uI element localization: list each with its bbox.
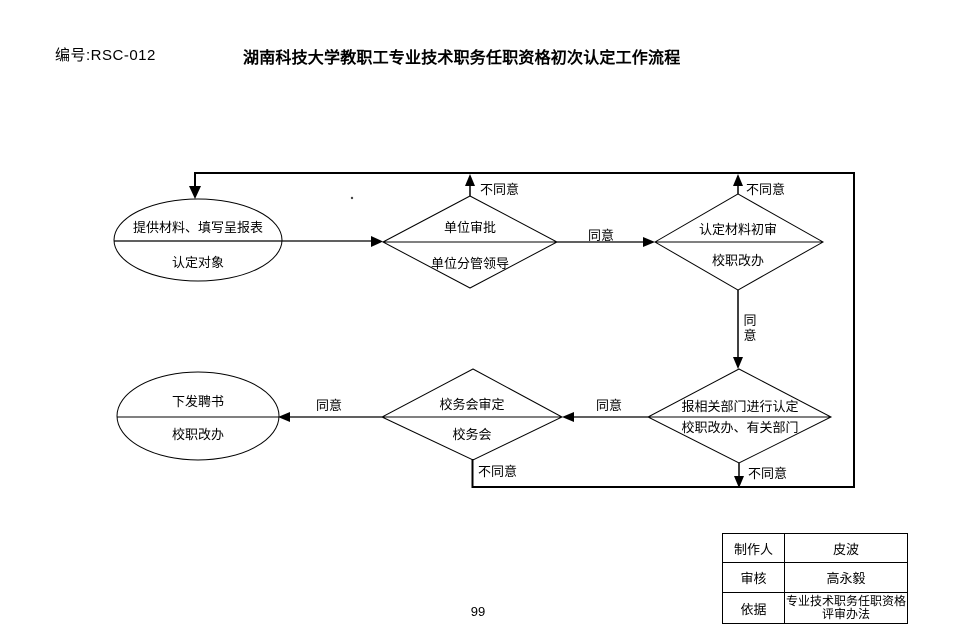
table-row: 依据 专业技术职务任职资格 评审办法: [722, 592, 908, 624]
arrowhead-initial-disagree: [733, 174, 743, 186]
arrowhead-into-unit-approval: [371, 236, 383, 247]
feedback-loop-line: [194, 172, 855, 488]
node-initial-review-shape: [654, 193, 825, 291]
arrowhead-unit-disagree: [465, 174, 475, 186]
basis-value-line2: 评审办法: [821, 607, 870, 621]
initial-review-actor-label: 校职改办: [711, 253, 764, 268]
dept-determination-action-label: 报相关部门进行认定: [681, 399, 799, 414]
basis-value: 专业技术职务任职资格 评审办法: [784, 592, 908, 624]
edge-label-unit-agree: 同意: [588, 228, 615, 243]
dept-determination-actor-label: 校职改办、有关部门: [681, 420, 799, 435]
initial-review-action-label: 认定材料初审: [698, 222, 777, 237]
applicant-actor-label: 认定对象: [171, 255, 224, 270]
stray-dot: [350, 196, 354, 200]
node-issue-appointment-shape: [116, 371, 280, 461]
node-council-approval-shape: [380, 368, 564, 461]
basis-label: 依据: [722, 592, 785, 624]
edge-label-initial-disagree: 不同意: [746, 182, 786, 197]
maker-label: 制作人: [722, 533, 785, 563]
council-approval-actor-label: 校务会: [452, 427, 492, 442]
reviewer-label: 审核: [722, 562, 785, 593]
arrowhead-dept-disagree: [734, 476, 744, 488]
page-number: 99: [470, 604, 486, 619]
maker-value: 皮波: [784, 533, 908, 563]
arrowhead-into-council-approval: [562, 412, 574, 422]
issue-appointment-actor-label: 校职改办: [171, 427, 224, 442]
edge-label-initial-agree-vertical: 同意: [743, 313, 757, 343]
basis-value-line1: 专业技术职务任职资格: [785, 594, 906, 608]
arrowhead-into-initial-review: [643, 237, 655, 247]
node-unit-approval-shape: [381, 195, 559, 289]
edge-label-council-disagree: 不同意: [478, 464, 518, 479]
doc-number: 编号:RSC-012: [55, 47, 156, 64]
arrowhead-into-issue-appointment: [278, 412, 290, 422]
table-row: 审核 高永毅: [722, 562, 908, 593]
edge-label-unit-disagree: 不同意: [480, 182, 520, 197]
reviewer-value: 高永毅: [784, 562, 908, 593]
node-applicant-shape: [113, 198, 283, 282]
applicant-action-label: 提供材料、填写呈报表: [132, 220, 263, 235]
edge-label-dept-disagree: 不同意: [748, 466, 788, 481]
page-title: 湖南科技大学教职工专业技术职务任职资格初次认定工作流程: [243, 50, 681, 67]
unit-approval-action-label: 单位审批: [443, 220, 496, 235]
table-row: 制作人 皮波: [722, 533, 908, 563]
node-dept-determination-shape: [646, 368, 833, 464]
council-approval-action-label: 校务会审定: [439, 397, 505, 412]
edge-label-dept-agree: 同意: [596, 398, 623, 413]
arrowhead-into-applicant: [189, 186, 201, 199]
issue-appointment-action-label: 下发聘书: [171, 394, 224, 409]
arrowhead-into-dept-determination: [733, 357, 743, 369]
edge-label-council-agree: 同意: [316, 398, 343, 413]
signature-table: 制作人 皮波 审核 高永毅 依据 专业技术职务任职资格 评审办法: [722, 533, 908, 624]
unit-approval-actor-label: 单位分管领导: [430, 256, 509, 271]
